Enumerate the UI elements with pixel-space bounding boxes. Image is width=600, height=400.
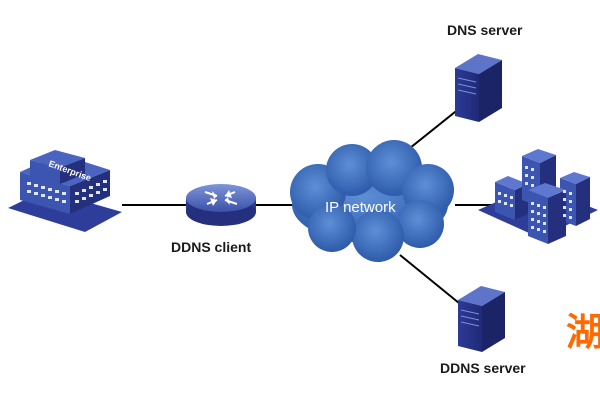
city-buildings-icon [478,149,598,244]
router-icon [186,184,256,226]
dns-server-icon [455,54,502,122]
watermark-text: 湖 [566,310,600,354]
ddns-server-label: DDNS server [440,360,526,376]
dns-server-label: DNS server [447,22,523,38]
ddns-server-icon [458,286,505,352]
enterprise-building-icon: Enterprise [8,150,122,232]
ddns-client-label: DDNS client [171,239,251,255]
ip-network-label: IP network [325,199,396,216]
cloud-icon [290,140,454,262]
